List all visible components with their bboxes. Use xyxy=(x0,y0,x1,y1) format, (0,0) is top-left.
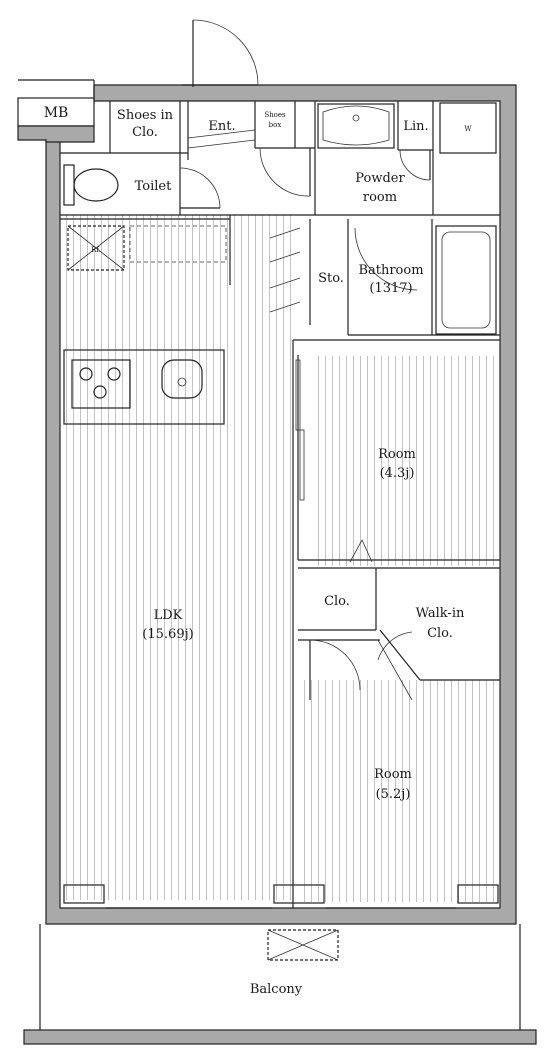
washbasin xyxy=(317,103,395,149)
label-room2-size: (5.2j) xyxy=(376,787,411,802)
label-shoes-in-clo: Shoes in xyxy=(117,108,174,123)
label-bathroom-2: (1317) xyxy=(369,281,412,296)
washer-pan xyxy=(439,102,497,154)
interior-walls xyxy=(60,101,500,908)
label-ldk-size: (15.69j) xyxy=(142,627,193,642)
room1-floor xyxy=(312,356,499,566)
mb-wall xyxy=(17,125,95,143)
label-shoes-box: Shoes xyxy=(264,111,286,119)
refrigerator-box xyxy=(67,225,125,271)
windows xyxy=(63,884,499,909)
label-wm: W xyxy=(464,125,472,133)
ac-unit xyxy=(267,929,339,961)
ldk-floor xyxy=(64,215,296,900)
label-walkin: Walk-in xyxy=(416,606,465,621)
room2-floor xyxy=(304,680,499,902)
label-refrigerator: Rf. xyxy=(91,246,101,254)
label-powder-room: Powder xyxy=(355,171,405,186)
kitchen-counter xyxy=(63,349,225,425)
label-balcony: Balcony xyxy=(250,982,303,997)
label-mb: MB xyxy=(44,105,69,121)
label-closet: Clo. xyxy=(324,594,350,609)
label-shoes-box-2: box xyxy=(269,121,282,129)
room1-sliding-door xyxy=(295,359,305,501)
label-walkin-2: Clo. xyxy=(427,626,453,641)
label-linen: Lin. xyxy=(403,119,428,134)
label-powder-room-2: room xyxy=(363,190,397,205)
balcony-outline xyxy=(23,924,537,1045)
label-ldk: LDK xyxy=(154,608,183,623)
label-storage: Sto. xyxy=(318,271,344,286)
kitchen-cabinet xyxy=(129,225,227,263)
entrance-door xyxy=(182,19,259,87)
label-toilet: Toilet xyxy=(135,179,172,194)
label-room1: Room xyxy=(378,447,416,462)
label-bathroom: Bathroom xyxy=(358,263,423,278)
label-entrance: Ent. xyxy=(208,119,235,134)
label-shoes-in-clo-2: Clo. xyxy=(132,125,158,140)
bathtub xyxy=(435,225,497,335)
label-room1-size: (4.3j) xyxy=(380,466,415,481)
label-room2: Room xyxy=(374,767,412,782)
toilet-fixture xyxy=(63,164,221,209)
